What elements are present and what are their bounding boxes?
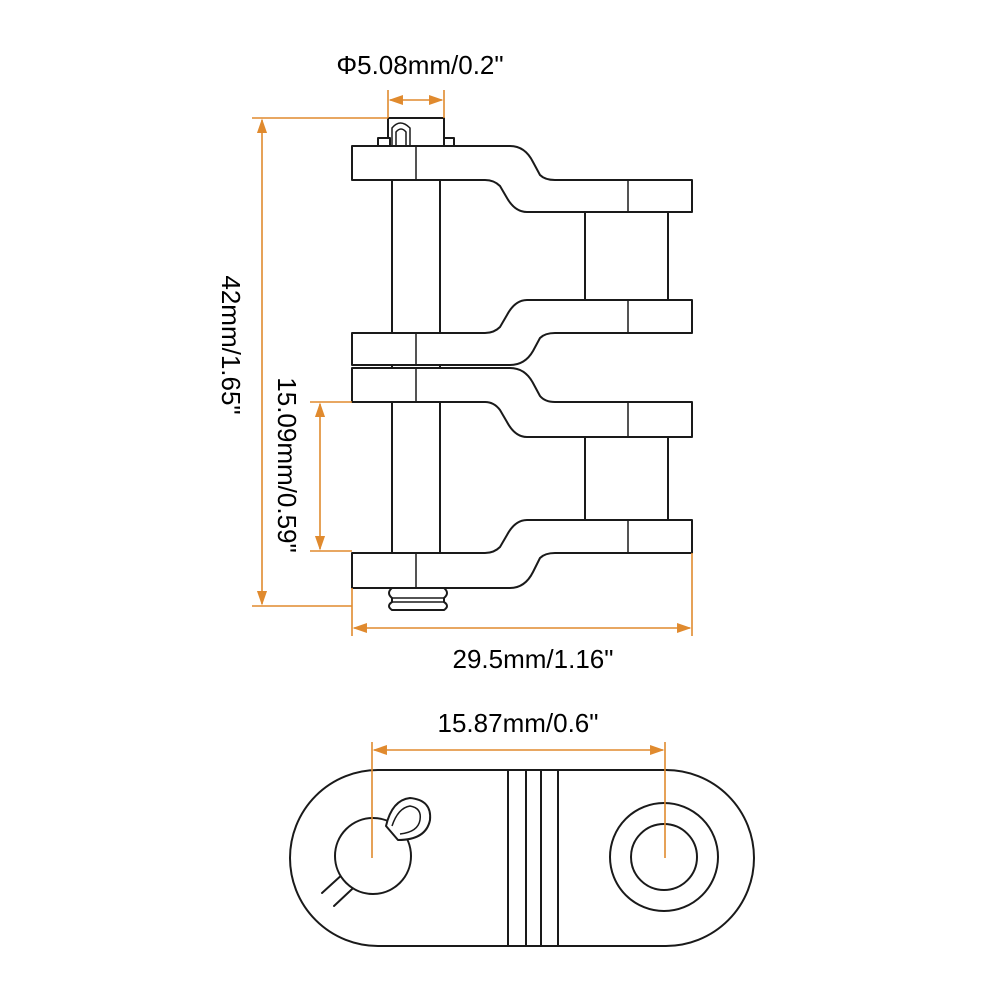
dimension-pitch: 15.87mm/0.6"	[371, 708, 666, 858]
link-length-label: 29.5mm/1.16"	[453, 644, 614, 674]
pin-head-with-cotter	[321, 797, 432, 907]
dimension-inner-width: 15.09mm/0.59"	[272, 377, 352, 553]
pin-diameter-label: Φ5.08mm/0.2"	[336, 50, 503, 80]
bushing-hole	[609, 802, 719, 912]
plate-3	[351, 367, 693, 438]
inner-width-label: 15.09mm/0.59"	[272, 377, 302, 552]
pin-end-bottom	[388, 587, 448, 611]
plate-2	[351, 299, 693, 366]
total-height-label: 42mm/1.65"	[216, 275, 246, 414]
dimension-link-length: 29.5mm/1.16"	[351, 553, 693, 674]
dimension-total-height: 42mm/1.65"	[216, 117, 388, 607]
plate-4	[351, 519, 693, 589]
pin-head-top	[377, 117, 455, 147]
plate-1	[351, 145, 693, 213]
side-view	[351, 117, 693, 611]
plate-face-view	[289, 769, 755, 947]
center-grooves	[507, 769, 559, 947]
pitch-label: 15.87mm/0.6"	[438, 708, 599, 738]
dimension-pin-diameter: Φ5.08mm/0.2"	[336, 50, 504, 118]
roller-right	[584, 211, 669, 521]
